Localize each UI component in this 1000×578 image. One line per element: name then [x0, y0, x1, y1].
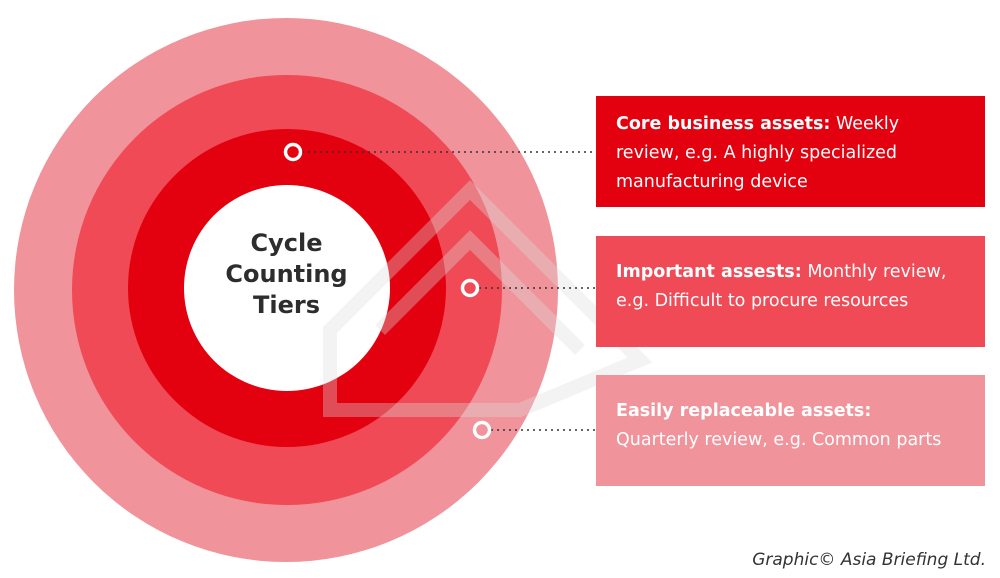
tier-box-important: Important assests: Monthly review, e.g. … — [596, 236, 985, 347]
tier-desc: Weekly review, e.g. A highly specialized… — [616, 114, 900, 192]
tier-box-replaceable: Easily replaceable assets: Quarterly rev… — [596, 375, 985, 486]
center-circle — [184, 185, 390, 391]
tier-name: Core business assets: — [616, 114, 831, 134]
tier-desc: Quarterly review, e.g. Common parts — [616, 430, 942, 450]
tier-name: Easily replaceable assets: — [616, 401, 872, 421]
center-title: Cycle Counting Tiers — [183, 228, 390, 321]
marker-1 — [283, 142, 303, 162]
title-line: Tiers — [253, 291, 320, 319]
credit-text: Graphic© Asia Briefing Ltd. — [752, 550, 986, 570]
tier-name: Important assests: — [616, 262, 802, 282]
title-line: Cycle — [250, 229, 323, 257]
tier-desc: Monthly review, e.g. Difficult to procur… — [616, 262, 947, 311]
marker-3 — [472, 420, 492, 440]
watermark-logo — [323, 180, 653, 417]
title-line: Counting — [225, 260, 348, 288]
marker-2 — [460, 278, 480, 298]
tier-box-core: Core business assets: Weekly review, e.g… — [596, 96, 985, 207]
